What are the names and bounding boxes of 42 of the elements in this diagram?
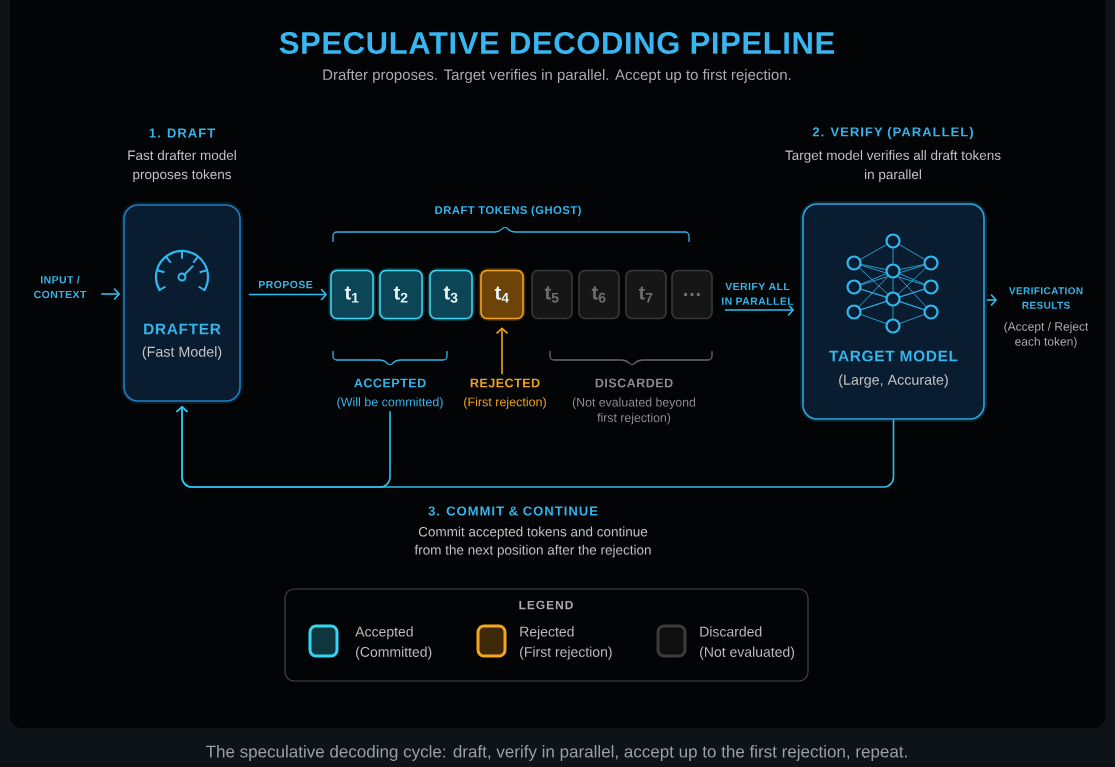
token-tile: t$_{2}$ <box>377 268 425 321</box>
token-tile: t$_{4}$ <box>478 268 526 321</box>
group-label: DRAFT TOKENS (GHOST) <box>435 205 581 217</box>
output-note: (Accept / Reject each token) <box>1004 321 1089 349</box>
input-label: INPUT / CONTEXT <box>34 275 87 299</box>
output-label: VERIFICATION RESULTS <box>1008 287 1083 309</box>
status-note: (Will be committed) <box>337 397 443 409</box>
edge-label: VERIFY ALL IN PARALLEL <box>718 281 797 306</box>
arrow <box>495 327 509 375</box>
arrow <box>175 405 391 488</box>
token-tile: t$_{1}$ <box>328 268 376 321</box>
step-heading: 2. VERIFY (PARALLEL) <box>812 126 973 140</box>
status-note: (Not evaluated beyond first rejection) <box>572 397 696 425</box>
step-description: Commit accepted tokens and continue from the next position after the rejection <box>414 526 651 558</box>
box-subtitle: (Large, Accurate) <box>839 374 948 388</box>
token-tile: … <box>671 269 713 320</box>
status-note: (First rejection) <box>464 397 546 409</box>
box-title: TARGET MODEL <box>829 350 958 362</box>
step-description: Fast drafter model proposes tokens <box>128 150 236 182</box>
token-tile: t$_{5}$ <box>531 269 573 320</box>
subtitle: Drafter proposes. Target verifies in parallel. Accept up to first rejection. <box>323 69 791 83</box>
legend-label: Discarded (Not evaluated) <box>700 626 795 660</box>
legend-title: LEGEND <box>519 600 573 610</box>
title: SPECULATIVE DECODING PIPELINE <box>279 32 834 54</box>
status-label: ACCEPTED <box>354 378 426 388</box>
edge-label: PROPOSE <box>257 279 314 290</box>
arrow <box>724 303 795 317</box>
token-tile: t$_{6}$ <box>578 269 620 320</box>
caption: The speculative decoding cycle: draft, verify in parallel, accept up to the first rejection, repeat. <box>206 745 907 761</box>
box-subtitle: (Fast Model) <box>142 346 222 360</box>
legend-label: Rejected (First rejection) <box>520 626 612 660</box>
box-title: DRAFTER <box>144 323 221 335</box>
status-label: DISCARDED <box>595 378 673 388</box>
step-heading: 3. COMMIT & CONTINUE <box>428 506 598 516</box>
arrow <box>248 288 328 301</box>
token-tile: t$_{7}$ <box>625 269 667 320</box>
arrow <box>100 287 121 301</box>
token-tile: t$_{3}$ <box>427 268 475 321</box>
step-heading: 1. DRAFT <box>149 128 215 138</box>
step-description: Target model verifies all draft tokens in parallel <box>785 150 1001 182</box>
legend-label: Accepted (Committed) <box>355 626 432 660</box>
status-label: REJECTED <box>470 378 540 388</box>
